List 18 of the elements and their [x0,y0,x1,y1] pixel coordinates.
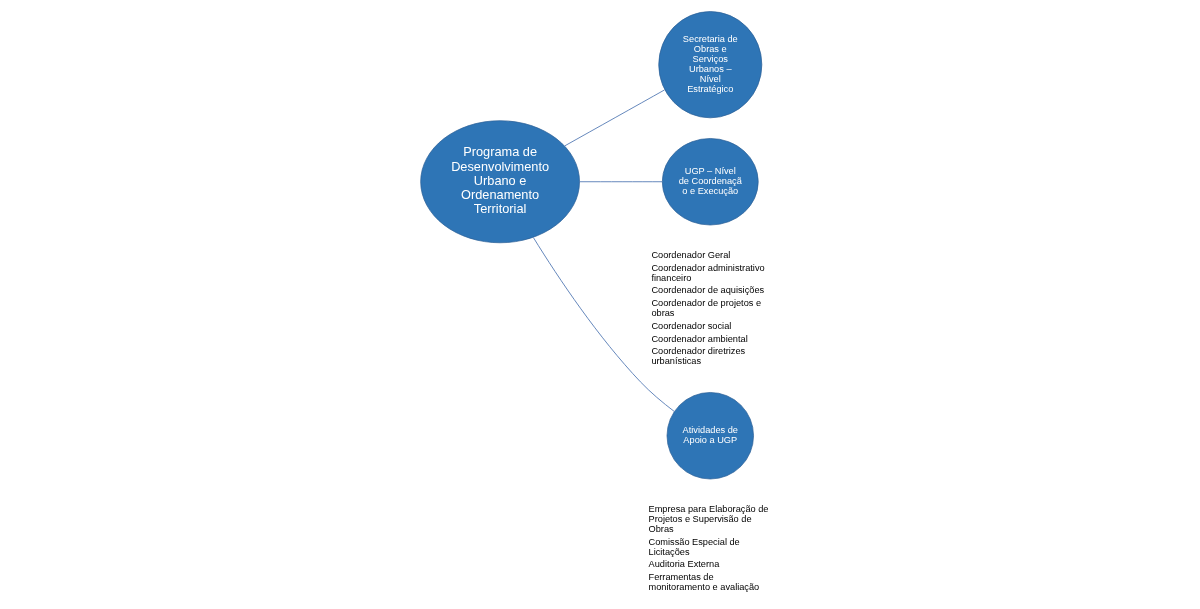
node-label: Coordenador Geral [650,249,730,260]
node-label: Coordenador diretrizes urbanísticas [650,346,745,367]
node-label: Coordenador social [650,320,731,331]
node-circle: UGP – Nível de Coordenaçã o e Execução [661,138,759,226]
node-label: Coordenador de aquisições [650,285,764,296]
node-label: Comissão Especial de Licitações [648,536,740,557]
node-label: Empresa para Elaboração de Projetos e Supervisão de Obras [648,503,768,534]
node-circle: Secretaria de Obras e Serviços Urbanos – Nível Estratégico [657,11,762,119]
node-label: Coordenador ambiental [650,333,748,344]
connector [578,181,663,183]
node-ellipse: Programa de Desenvolvimento Urbano e Ordenamento Territorial [419,120,580,244]
connector [532,237,674,412]
node-label: Coordenador de projetos e obras [650,298,761,319]
node-label: Ferramentas de monitoramento e avaliação [648,572,759,592]
node-circle: Atividades de Apoio a UGP [666,392,754,480]
connector [563,89,665,147]
node-label: Auditoria Externa [648,559,719,570]
node-label: Coordenador administrativo financeiro [650,262,765,283]
